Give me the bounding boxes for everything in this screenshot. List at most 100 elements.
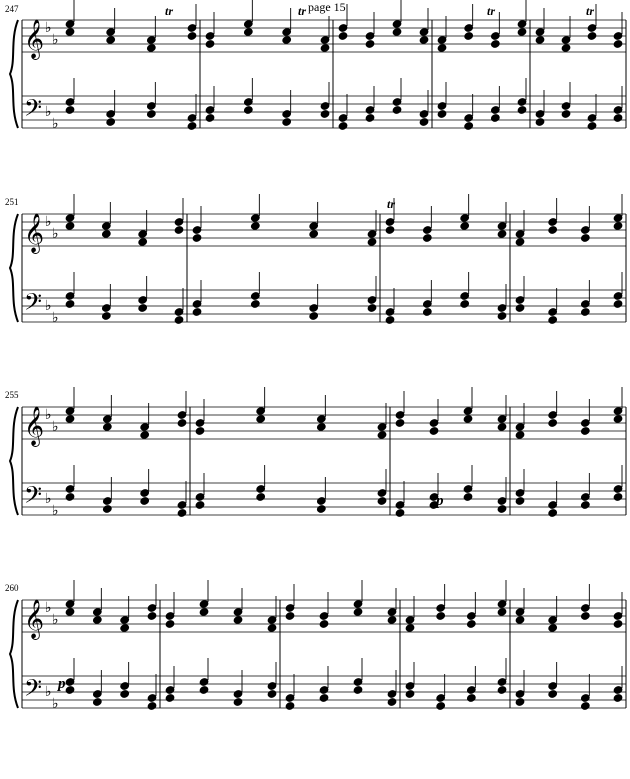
treble-note-head <box>250 214 260 222</box>
treble-note-head <box>580 419 590 427</box>
treble-note-head <box>233 608 243 616</box>
bass-note-head <box>187 122 197 130</box>
bass-note-head <box>437 110 447 118</box>
treble-note-head <box>233 616 243 624</box>
bass-note-head <box>256 485 266 493</box>
bass-note-head <box>466 694 476 702</box>
bass-note-head <box>320 110 330 118</box>
bass-note-head <box>65 493 75 501</box>
treble-note-head <box>319 620 329 628</box>
measure-number-247: 247 <box>5 4 19 14</box>
bass-note-head <box>460 300 470 308</box>
trill-mark: tr <box>387 197 396 211</box>
bass-note-head <box>405 690 415 698</box>
treble-note-head <box>613 214 623 222</box>
bass-note-head <box>65 292 75 300</box>
treble-note-head <box>146 44 156 52</box>
treble-note-head <box>587 32 597 40</box>
measure-number-260: 260 <box>5 583 19 593</box>
treble-note-head <box>65 20 75 28</box>
bass-note-head <box>613 493 623 501</box>
treble-note-head <box>613 612 623 620</box>
treble-note-head <box>548 411 558 419</box>
treble-note-head <box>267 616 277 624</box>
bass-note-head <box>199 686 209 694</box>
bass-note-head <box>120 690 130 698</box>
treble-note-head <box>429 427 439 435</box>
bass-note-head <box>367 296 377 304</box>
bass-note-head <box>405 682 415 690</box>
treble-note-head <box>517 20 527 28</box>
trill-mark: tr <box>487 4 496 18</box>
treble-note-head <box>102 423 112 431</box>
bass-clef-icon: 𝄢 <box>24 674 42 707</box>
bass-note-head <box>147 702 157 710</box>
bass-note-head <box>65 300 75 308</box>
treble-note-head <box>177 411 187 419</box>
bass-note-head <box>497 686 507 694</box>
bass-note-head <box>174 308 184 316</box>
treble-note-head <box>65 214 75 222</box>
key-flat-icon: ♭ <box>45 20 52 36</box>
treble-note-head <box>192 226 202 234</box>
system-brace <box>8 213 19 323</box>
treble-note-head <box>199 600 209 608</box>
bass-note-head <box>205 106 215 114</box>
treble-note-head <box>65 415 75 423</box>
bass-note-head <box>613 694 623 702</box>
treble-note-head <box>613 32 623 40</box>
treble-note-head <box>250 222 260 230</box>
bass-note-head <box>387 698 397 706</box>
bass-note-head <box>365 114 375 122</box>
bass-note-head <box>429 493 439 501</box>
treble-note-head <box>282 28 292 36</box>
treble-note-head <box>548 624 558 632</box>
bass-note-head <box>65 106 75 114</box>
treble-note-head <box>174 226 184 234</box>
system-brace <box>8 599 19 709</box>
bass-note-head <box>316 497 326 505</box>
bass-note-head <box>195 493 205 501</box>
treble-note-head <box>580 604 590 612</box>
trill-mark: tr <box>586 4 595 18</box>
treble-note-head <box>580 427 590 435</box>
bass-note-head <box>392 98 402 106</box>
treble-note-head <box>101 222 111 230</box>
key-flat-icon: ♭ <box>45 600 52 616</box>
treble-note-head <box>548 218 558 226</box>
bass-note-head <box>515 698 525 706</box>
treble-note-head <box>256 407 266 415</box>
bass-note-head <box>464 114 474 122</box>
treble-clef-icon: 𝄞 <box>24 599 44 640</box>
treble-note-head <box>282 36 292 44</box>
treble-note-head <box>436 604 446 612</box>
bass-note-head <box>102 505 112 513</box>
treble-note-head <box>497 230 507 238</box>
treble-note-head <box>385 218 395 226</box>
system-brace <box>8 19 19 129</box>
bass-note-head <box>515 497 525 505</box>
treble-clef-icon: 𝄞 <box>24 213 44 254</box>
bass-note-head <box>106 118 116 126</box>
treble-note-head <box>120 624 130 632</box>
bass-note-head <box>205 114 215 122</box>
treble-note-head <box>463 407 473 415</box>
treble-note-head <box>464 24 474 32</box>
treble-note-head <box>316 415 326 423</box>
bass-note-head <box>613 485 623 493</box>
bass-note-head <box>338 114 348 122</box>
treble-note-head <box>319 612 329 620</box>
treble-note-head <box>147 604 157 612</box>
bass-note-head <box>309 304 319 312</box>
bass-note-head <box>535 118 545 126</box>
bass-note-head <box>535 110 545 118</box>
key-flat-icon: ♭ <box>52 116 59 132</box>
key-flat-icon: ♭ <box>45 491 52 507</box>
treble-note-head <box>205 32 215 40</box>
treble-note-head <box>147 612 157 620</box>
bass-note-head <box>101 304 111 312</box>
bass-note-head <box>422 308 432 316</box>
bass-note-head <box>285 694 295 702</box>
treble-note-head <box>385 226 395 234</box>
